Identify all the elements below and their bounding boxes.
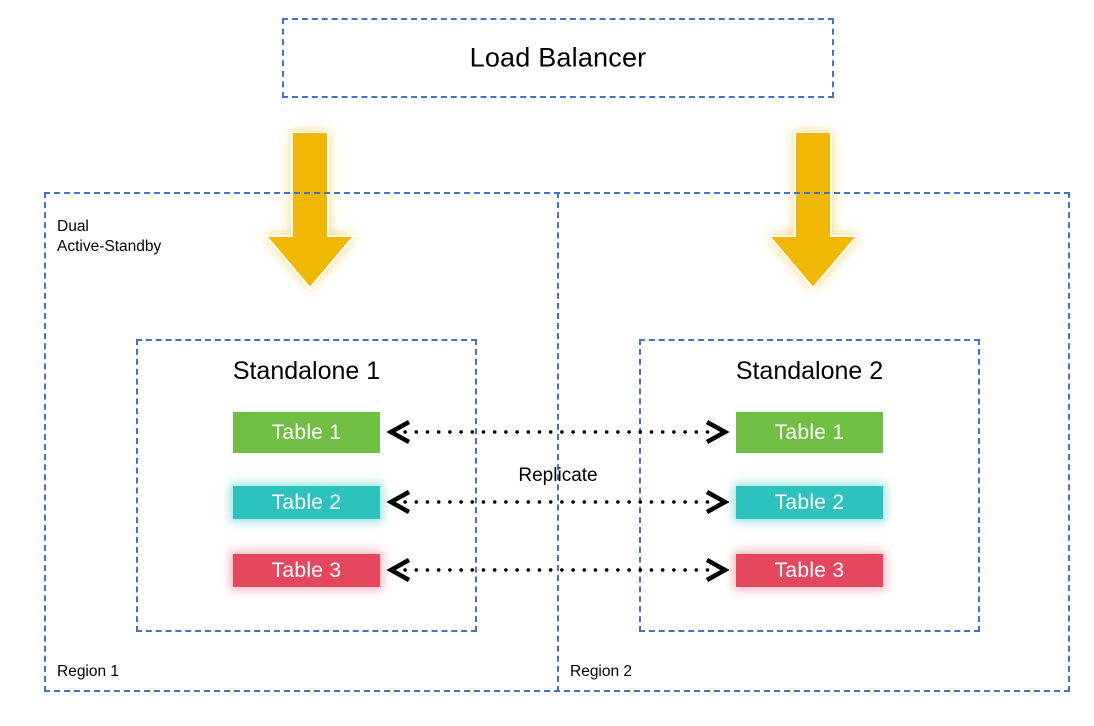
flow-arrow-down-left-icon xyxy=(262,132,358,292)
standalone-2-table-1: Table 1 xyxy=(736,412,883,453)
dual-label-line-1: Dual xyxy=(57,218,89,235)
dual-active-standby-label: Dual Active-Standby xyxy=(57,197,161,277)
replicate-label: Replicate xyxy=(518,465,598,486)
region-divider xyxy=(557,192,559,692)
standalone-1-title: Standalone 1 xyxy=(232,357,381,385)
standalone-1-box: Standalone 1 xyxy=(136,339,477,632)
replicate-arrow-table-2-icon xyxy=(383,489,733,515)
standalone-2-table-3: Table 3 xyxy=(736,554,883,587)
load-balancer-box: Load Balancer xyxy=(282,18,834,98)
replicate-arrow-table-1-icon xyxy=(383,419,733,445)
flow-arrow-down-right-icon xyxy=(765,132,861,292)
standalone-1-table-2: Table 2 xyxy=(233,486,380,519)
region-1-label: Region 1 xyxy=(57,663,120,680)
dual-label-line-2: Active-Standby xyxy=(57,238,162,255)
standalone-2-table-2: Table 2 xyxy=(736,486,883,519)
replicate-arrow-table-3-icon xyxy=(383,557,733,583)
region-2-label: Region 2 xyxy=(570,663,633,680)
standalone-1-table-1: Table 1 xyxy=(233,412,380,453)
load-balancer-label: Load Balancer xyxy=(469,42,647,73)
standalone-2-title: Standalone 2 xyxy=(735,357,884,385)
standalone-2-box: Standalone 2 xyxy=(639,339,980,632)
standalone-1-table-3: Table 3 xyxy=(233,554,380,587)
